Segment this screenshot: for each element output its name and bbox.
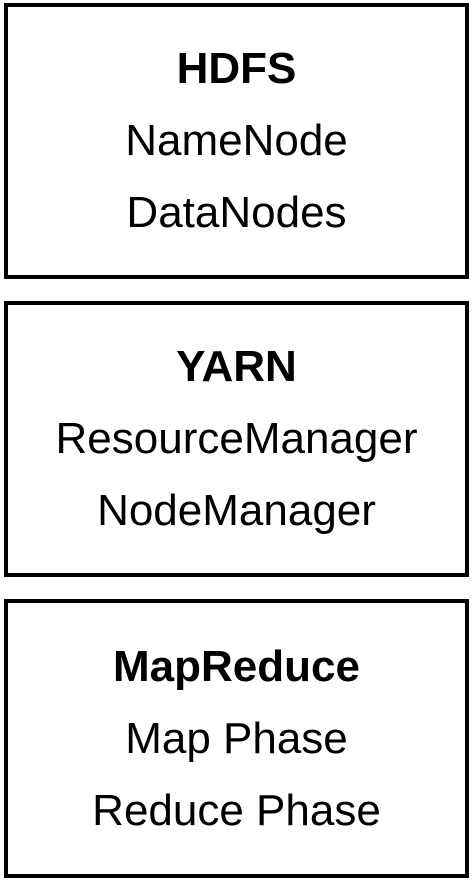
mapreduce-box: MapReduce Map Phase Reduce Phase (4, 599, 469, 878)
hdfs-datanodes-label: DataNodes (126, 188, 347, 237)
yarn-resourcemanager-label: ResourceManager (55, 414, 418, 463)
mapreduce-map-phase-label: Map Phase (125, 713, 348, 763)
hdfs-box: HDFS NameNode DataNodes (4, 3, 469, 279)
yarn-title: YARN (176, 342, 297, 391)
hdfs-namenode-label: NameNode (125, 116, 348, 165)
mapreduce-title: MapReduce (113, 641, 360, 691)
mapreduce-reduce-phase-label: Reduce Phase (92, 785, 381, 835)
hdfs-title: HDFS (176, 44, 297, 93)
yarn-box: YARN ResourceManager NodeManager (4, 301, 469, 577)
yarn-nodemanager-label: NodeManager (97, 486, 376, 535)
